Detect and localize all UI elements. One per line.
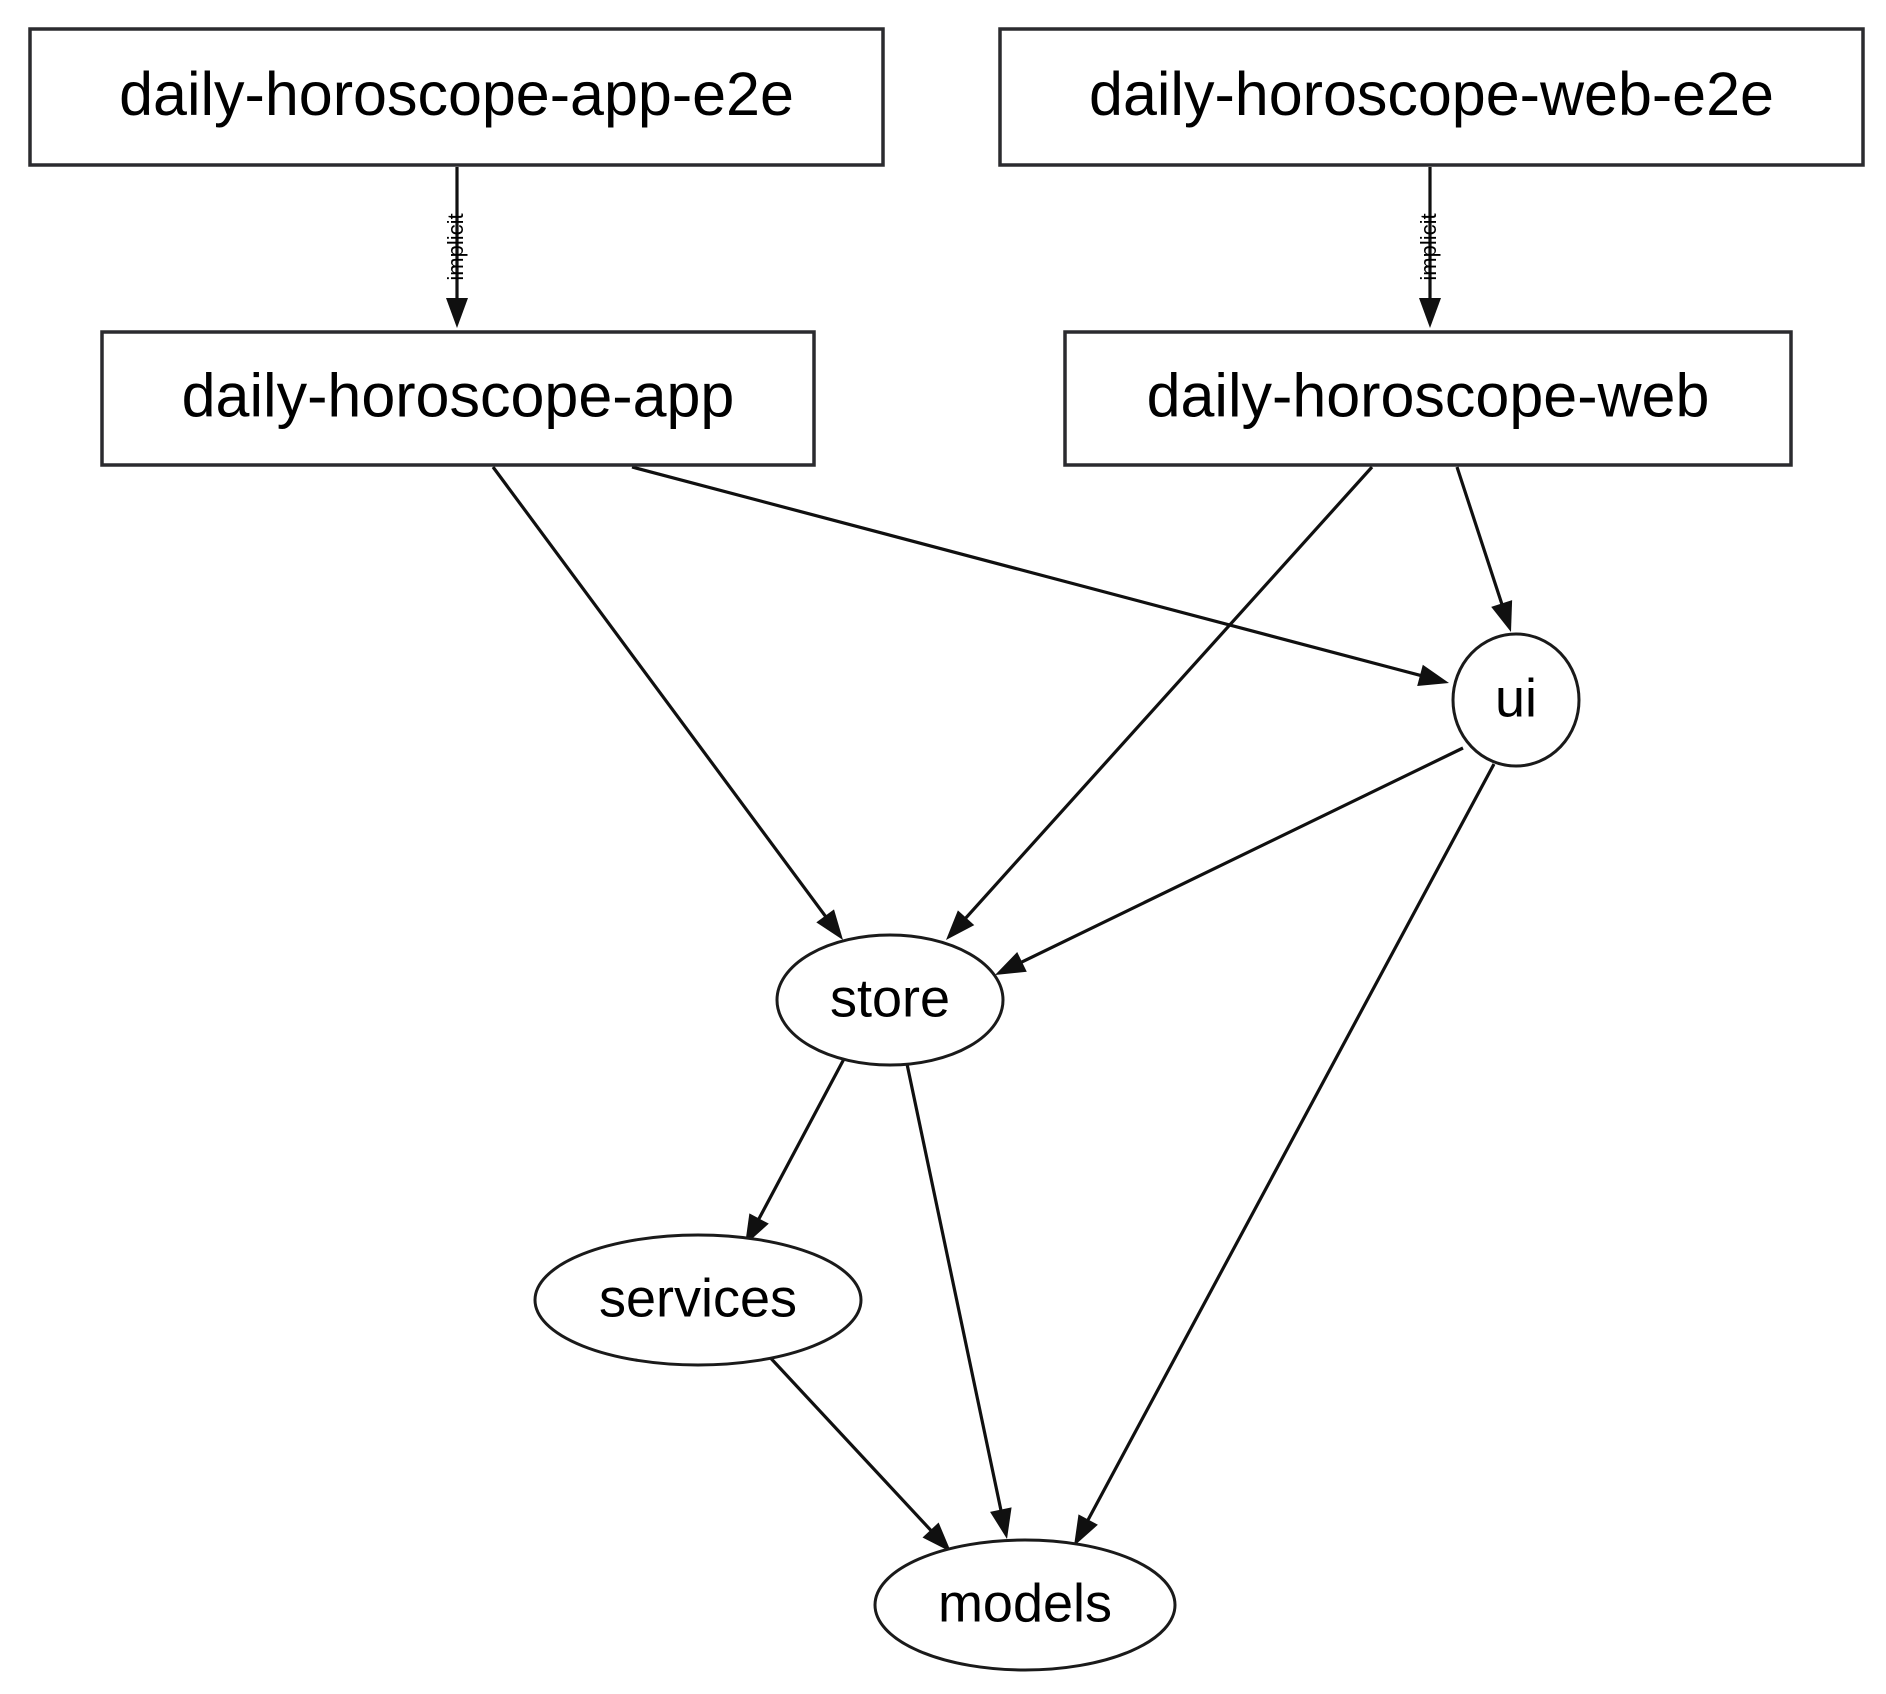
edge-daily-horoscope-app-to-store	[491, 466, 843, 940]
edge-ui-to-store	[995, 746, 1464, 975]
node-models[interactable]: models	[873, 1538, 1177, 1672]
node-daily-horoscope-app[interactable]: daily-horoscope-app	[100, 330, 816, 467]
node-services[interactable]: services	[533, 1233, 863, 1367]
edge-label-daily-horoscope-web-e2e-to-daily-horoscope-web: implicit	[1416, 213, 1441, 280]
edge-label-daily-horoscope-app-e2e-to-daily-horoscope-app: implicit	[443, 213, 468, 280]
node-label-daily-horoscope-app-e2e: daily-horoscope-app-e2e	[119, 60, 794, 128]
edges-layer	[446, 167, 1513, 1552]
edge-daily-horoscope-web-to-ui	[1455, 466, 1513, 632]
node-label-ui: ui	[1495, 668, 1537, 728]
node-label-daily-horoscope-app: daily-horoscope-app	[182, 362, 735, 430]
edge-daily-horoscope-web-e2e-to-daily-horoscope-web	[1419, 167, 1441, 328]
node-daily-horoscope-web-e2e[interactable]: daily-horoscope-web-e2e	[998, 27, 1865, 167]
edge-labels-layer: implicit implicit	[443, 213, 1441, 280]
node-daily-horoscope-web[interactable]: daily-horoscope-web	[1063, 330, 1793, 467]
edge-services-to-models	[763, 1350, 951, 1552]
edge-ui-to-models	[1074, 763, 1496, 1546]
node-label-services: services	[599, 1268, 797, 1328]
node-label-models: models	[938, 1573, 1112, 1633]
node-label-daily-horoscope-web: daily-horoscope-web	[1147, 362, 1710, 430]
node-daily-horoscope-app-e2e[interactable]: daily-horoscope-app-e2e	[28, 27, 885, 167]
nodes-layer: daily-horoscope-app-e2e daily-horoscope-w…	[28, 27, 1865, 1672]
edge-daily-horoscope-app-to-ui	[631, 465, 1449, 686]
node-label-store: store	[830, 968, 950, 1028]
edge-store-to-services	[745, 1056, 847, 1245]
edge-daily-horoscope-web-to-store	[946, 465, 1374, 940]
node-ui[interactable]: ui	[1451, 632, 1581, 768]
edge-store-to-models	[905, 1063, 1012, 1539]
node-store[interactable]: store	[775, 933, 1005, 1067]
node-label-daily-horoscope-web-e2e: daily-horoscope-web-e2e	[1089, 60, 1774, 128]
edge-daily-horoscope-app-e2e-to-daily-horoscope-app	[446, 167, 468, 328]
